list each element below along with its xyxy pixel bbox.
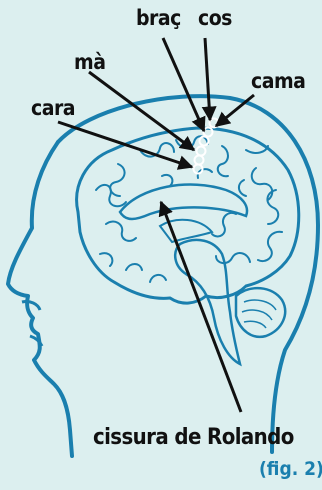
caption-cissura-de-rolando: cissura de Rolando — [93, 425, 294, 450]
brain-outline — [77, 128, 299, 303]
nostril — [22, 301, 40, 310]
label-cama: cama — [251, 71, 305, 92]
label-cos: cos — [198, 8, 232, 29]
cerebellum — [236, 288, 285, 337]
cerebellum-folds — [242, 300, 276, 328]
label-cara: cara — [31, 98, 75, 119]
label-brac: braç — [136, 8, 181, 29]
label-ma: mà — [74, 52, 105, 73]
arrow-brac — [163, 38, 204, 131]
face-profile — [8, 142, 72, 456]
arrow-cos — [205, 38, 210, 120]
figure-reference: (fig. 2) — [259, 458, 322, 480]
